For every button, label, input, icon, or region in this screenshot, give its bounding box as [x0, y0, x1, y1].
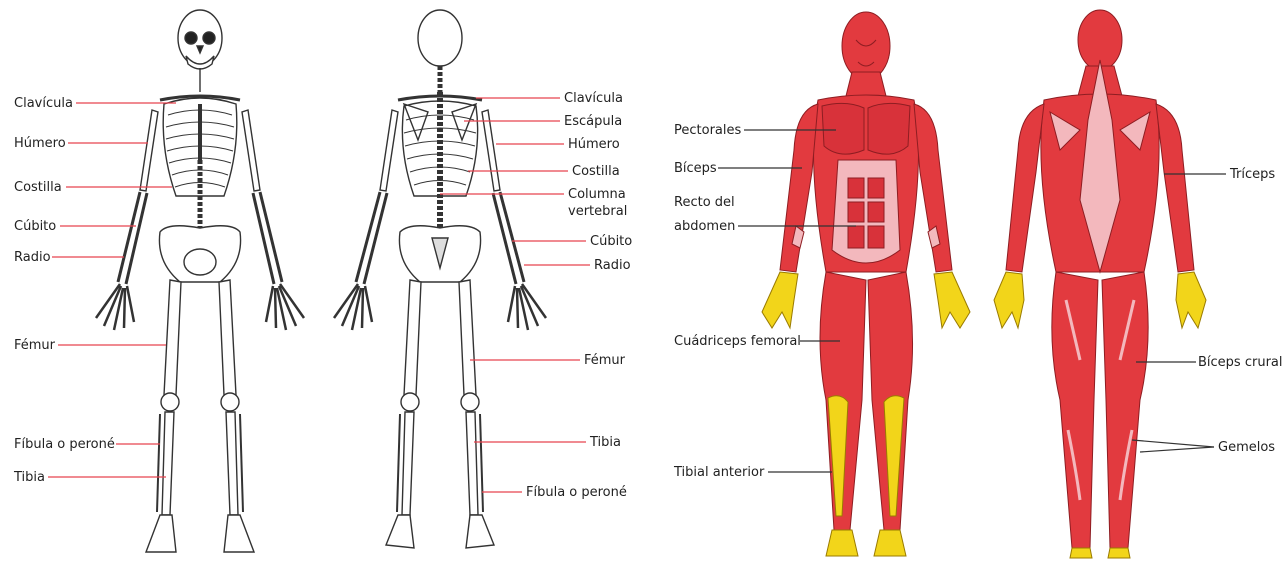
knee-left — [161, 393, 179, 411]
label-humero-front: Húmero — [14, 136, 66, 151]
humerus-back-left — [380, 110, 398, 191]
foot-front-left — [826, 530, 858, 556]
leg-back-right — [1102, 272, 1148, 548]
knee-right — [221, 393, 239, 411]
fibula-back-left — [397, 414, 400, 512]
label-fibula-back: Fíbula o peroné — [526, 485, 627, 500]
label-femur-front: Fémur — [14, 338, 56, 353]
leg-back-left — [1052, 272, 1098, 548]
label-radio-front: Radio — [14, 250, 51, 265]
forearm-back-right — [493, 192, 524, 284]
hand-right — [266, 284, 304, 330]
muscles-back-figure — [994, 10, 1206, 558]
foot-left — [146, 515, 176, 552]
hand-back-right — [508, 284, 546, 330]
label-pectorales: Pectorales — [674, 123, 741, 138]
heel-back-muscle-right — [1108, 548, 1130, 558]
label-humero-back: Húmero — [568, 137, 620, 152]
scapula-left — [404, 104, 428, 140]
label-radio-back: Radio — [594, 258, 631, 273]
forearm-right — [253, 192, 282, 284]
label-triceps: Tríceps — [1229, 167, 1275, 182]
hand-left — [96, 284, 134, 330]
femur-left — [164, 280, 181, 395]
femur-back-left — [404, 280, 421, 395]
leader-gemelos-2 — [1140, 447, 1214, 452]
foot-front-right — [874, 530, 906, 556]
label-gemelos: Gemelos — [1218, 440, 1275, 455]
forearm-left — [118, 192, 147, 284]
hand-back-left — [334, 284, 372, 330]
label-biceps: Bíceps — [674, 161, 717, 176]
label-biceps-crural: Bíceps crural — [1198, 355, 1283, 370]
label-abdomen: abdomen — [674, 219, 735, 234]
humerus-left — [140, 110, 158, 191]
leader-gemelos-1 — [1132, 440, 1214, 447]
label-tibia-back: Tibia — [589, 435, 621, 450]
femur-right — [219, 280, 236, 395]
label-recto-del: Recto del — [674, 195, 735, 210]
label-costilla-front: Costilla — [14, 180, 62, 195]
label-vertebral-back: vertebral — [568, 204, 627, 219]
knee-back-left — [401, 393, 419, 411]
foot-right — [224, 515, 254, 552]
eye-socket-left — [185, 32, 197, 44]
label-escapula-back: Escápula — [564, 114, 622, 129]
arm-back-right — [1156, 104, 1194, 272]
heel-back-right — [466, 515, 494, 548]
abdomen-sheath — [832, 160, 900, 263]
label-cubito-back: Cúbito — [590, 234, 632, 249]
forearm-back-left — [356, 192, 387, 284]
label-cuadriceps: Cuádriceps femoral — [674, 334, 801, 349]
scapula-right — [452, 104, 476, 140]
tibia-right — [226, 412, 238, 515]
skeleton-back-figure — [334, 10, 546, 548]
knee-back-right — [461, 393, 479, 411]
label-columna-back: Columna — [568, 187, 626, 202]
label-femur-back: Fémur — [584, 353, 626, 368]
neck-muscles — [846, 72, 886, 96]
fibula-back-right — [480, 414, 483, 512]
skeleton-front-figure — [96, 10, 304, 552]
fibula-right — [240, 414, 243, 512]
label-clavicula-back: Clavícula — [564, 91, 623, 106]
label-costilla-back: Costilla — [572, 164, 620, 179]
hand-back-muscle-right — [1176, 272, 1206, 328]
hand-front-left — [762, 272, 798, 328]
tibia-back-right — [466, 412, 478, 515]
heel-back-muscle-left — [1070, 548, 1092, 558]
heel-back-left — [386, 515, 414, 548]
humerus-right — [242, 110, 260, 191]
label-cubito-front: Cúbito — [14, 219, 56, 234]
muscles-front-figure — [762, 12, 970, 556]
label-clavicula-front: Clavícula — [14, 96, 73, 111]
tibia-left — [162, 412, 174, 515]
skull-back — [418, 10, 462, 66]
eye-socket-right — [203, 32, 215, 44]
tibia-back-left — [402, 412, 414, 515]
hand-back-muscle-left — [994, 272, 1024, 328]
label-tibial-anterior: Tibial anterior — [673, 465, 765, 480]
femur-back-right — [459, 280, 476, 395]
hand-front-right — [934, 272, 970, 328]
label-fibula-front: Fíbula o peroné — [14, 437, 115, 452]
arm-back-left — [1006, 104, 1044, 272]
fibula-left — [157, 414, 160, 512]
pelvis-opening — [184, 249, 216, 275]
humerus-back-right — [482, 110, 500, 191]
label-tibia-front: Tibia — [13, 470, 45, 485]
